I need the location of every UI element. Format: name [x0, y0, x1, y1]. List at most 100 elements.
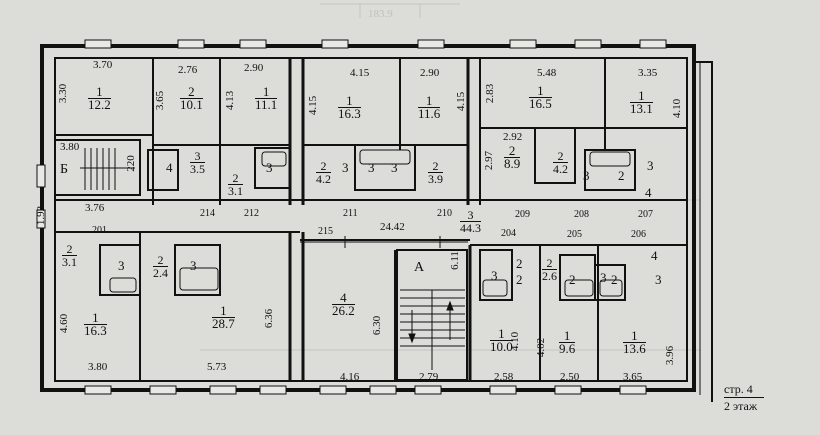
room-number: 2	[618, 168, 625, 183]
dim-label: 3.96	[664, 345, 677, 366]
stair-a-label: А	[414, 260, 425, 275]
floor-label: 2 этаж	[724, 399, 758, 413]
room-number: 4	[645, 185, 652, 200]
stair-a-treads	[400, 289, 465, 370]
apartment-number: 201	[92, 225, 107, 236]
dim-label: 4.13	[224, 90, 237, 111]
page-footer: стр. 4 2 этаж	[724, 382, 764, 413]
corridor-dimension-line	[300, 236, 468, 248]
dim-label: 3.76	[85, 202, 105, 214]
dim-label: 6.36	[263, 308, 276, 329]
room-number: 2	[569, 272, 576, 287]
windows	[36, 39, 667, 395]
dim-label: 4.15	[307, 95, 320, 116]
dim-label: 2.92	[503, 131, 523, 143]
dim-label: 3.70	[93, 59, 113, 71]
apartment-number: 209	[515, 209, 530, 220]
dim-label: 2.58	[494, 371, 514, 383]
room-number: 3	[655, 272, 662, 287]
dim-label: 2.97	[483, 150, 496, 171]
room-number: 3	[190, 258, 197, 273]
dim-label: 3.80	[88, 361, 108, 373]
dim-label: 3.30	[57, 83, 70, 104]
dim-label: 4.10	[671, 98, 684, 119]
dim-label: 4.16	[340, 371, 360, 383]
room-number: 3	[583, 168, 590, 183]
dim-label: 220	[124, 155, 137, 172]
stair-b-treads	[80, 148, 135, 190]
dim-label: 6.30	[371, 315, 384, 336]
apartment-number: 211	[343, 208, 358, 219]
dim-label: 3.80	[60, 141, 80, 153]
apartment-number: 214	[200, 208, 215, 219]
apartment-number: 207	[638, 209, 653, 220]
dim-label: 24.42	[380, 221, 405, 233]
dim-label: 2.90	[420, 67, 440, 79]
dim-label: 3.35	[638, 67, 658, 79]
dim-label: 2.79	[419, 371, 439, 383]
dim-label: 1.92	[35, 205, 48, 226]
page-number: стр. 4	[724, 382, 753, 396]
dim-label: 4.15	[455, 91, 468, 112]
dim-label: 6.11	[448, 251, 461, 270]
dim-label: 5.48	[537, 67, 557, 79]
dim-label: 2.76	[178, 64, 198, 76]
apartment-number: 205	[567, 229, 582, 240]
room-number: 3	[342, 160, 349, 175]
apartment-number: 206	[631, 229, 646, 240]
room-number: 3	[491, 268, 498, 283]
dim-label: 3.65	[154, 90, 167, 111]
stair-b-label: Б	[60, 162, 69, 177]
bathtubs	[109, 149, 631, 297]
room-number: 2	[516, 272, 523, 287]
room-number: 3	[391, 160, 398, 175]
apartment-number: 210	[437, 208, 452, 219]
dim-label: 2.50	[560, 371, 580, 383]
room-number: 3	[600, 270, 607, 285]
apartment-number: 204	[501, 228, 516, 239]
dim-label: 2.90	[244, 62, 264, 74]
room-number: 2	[516, 256, 523, 271]
dim-label: 4.15	[350, 67, 370, 79]
apartment-number: 212	[244, 208, 259, 219]
room-number: 3	[647, 158, 654, 173]
room-number: 4	[166, 160, 173, 175]
dim-label: 5.73	[207, 361, 227, 373]
room-number: 3	[266, 160, 273, 175]
dim-label: 2.83	[484, 83, 497, 104]
footer-separator	[724, 397, 764, 398]
dim-label: 4.60	[58, 313, 71, 334]
room-number: 4	[651, 248, 658, 263]
dim-label: 3.65	[623, 371, 643, 383]
room-number: 3	[368, 160, 375, 175]
apartment-number: 215	[318, 226, 333, 237]
room-number: 2	[611, 272, 618, 287]
room-number: 3	[118, 258, 125, 273]
header-faint-text: 183.9	[368, 8, 393, 20]
